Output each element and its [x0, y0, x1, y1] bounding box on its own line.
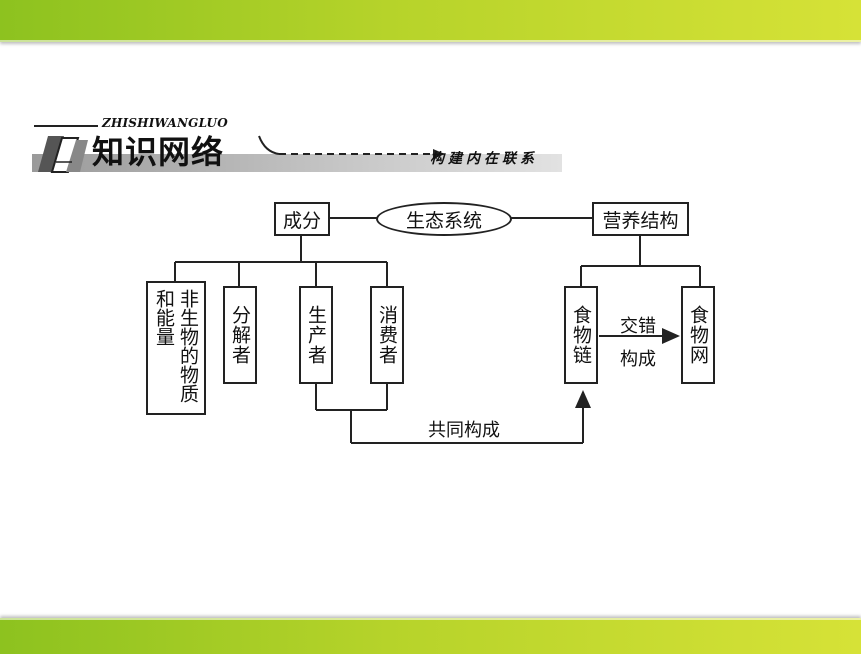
trophic-structure-box: 营养结构: [592, 202, 689, 236]
header-pinyin: ZHISHIWANGLUO: [102, 116, 228, 130]
food-chain-box: 食物链: [564, 286, 598, 384]
dashed-arrow-icon: [258, 135, 445, 159]
top-decor-band: [0, 0, 861, 42]
producer-box: 生产者: [299, 286, 333, 384]
food-web-box: 食物网: [681, 286, 715, 384]
header-rule: [34, 125, 98, 127]
abiotic-box: 非生物的物质和能量: [146, 281, 206, 415]
section-header: ZHISHIWANGLUO 知识网络 构建内在联系: [32, 112, 564, 178]
bottom-decor-band: [0, 618, 861, 654]
combined-label: 共同构成: [428, 420, 500, 441]
component-box: 成分: [274, 202, 330, 236]
header-title: 知识网络: [92, 133, 225, 171]
header-subtitle: 构建内在联系: [430, 151, 538, 167]
ecosystem-ellipse: 生态系统: [376, 202, 512, 236]
header-strip: [32, 154, 562, 172]
consumer-box: 消费者: [370, 286, 404, 384]
link-label-top: 交错: [620, 316, 656, 337]
decomposer-box: 分解者: [223, 286, 257, 384]
link-label-bottom: 构成: [620, 349, 656, 370]
open-book-icon: [38, 136, 88, 173]
